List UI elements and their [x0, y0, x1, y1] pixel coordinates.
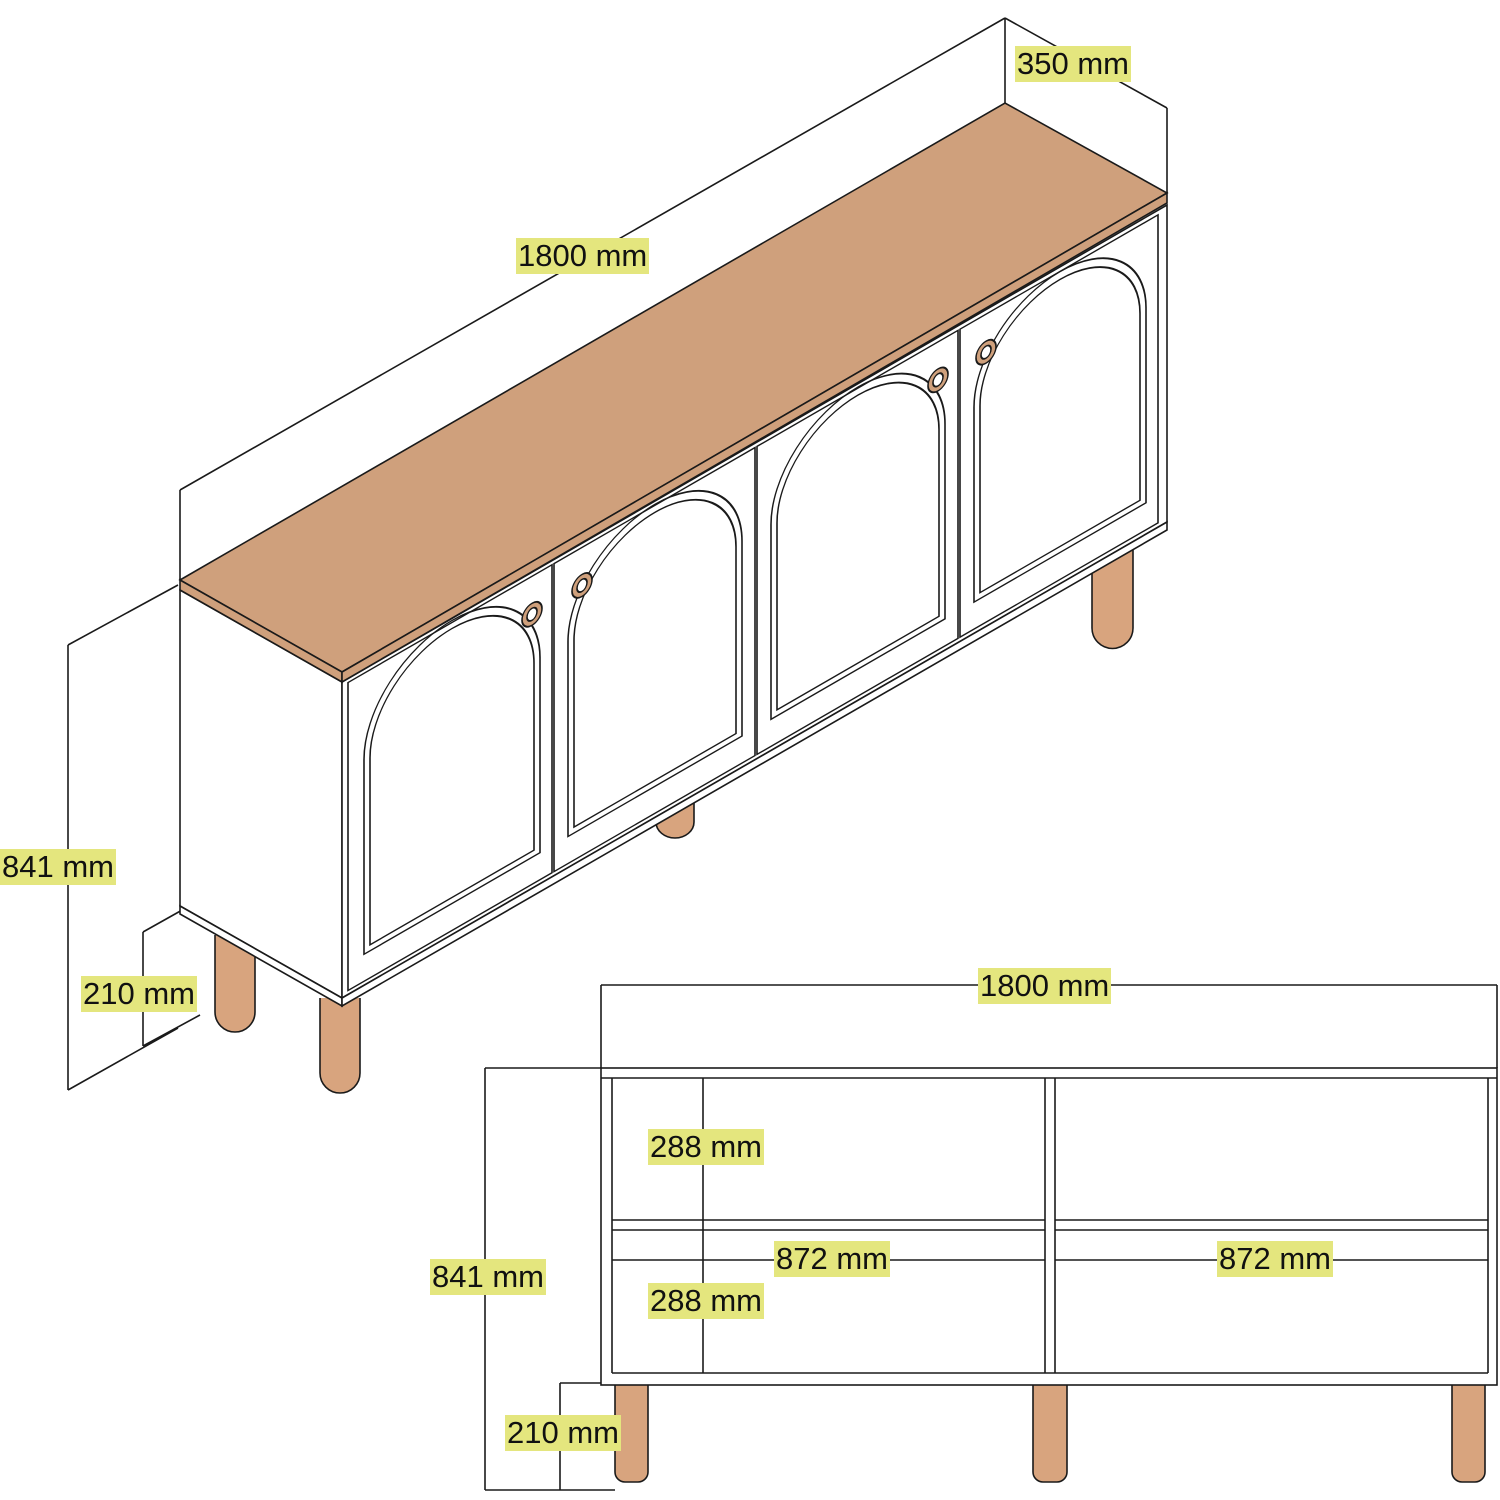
iso-leg-height-label: 210 mm [81, 976, 197, 1012]
front-view [484, 984, 1498, 1491]
front-shelf-bottom-label: 288 mm [648, 1283, 764, 1319]
front-leg-height-label: 210 mm [505, 1415, 621, 1451]
iso-doors [347, 213, 1159, 992]
front-shelf-top-label: 288 mm [648, 1129, 764, 1165]
door-3 [756, 329, 959, 756]
iso-legs [214, 545, 1134, 1094]
iso-length-label: 1800 mm [516, 238, 650, 274]
iso-height-label: 841 mm [0, 849, 116, 885]
front-height-label: 841 mm [430, 1259, 546, 1295]
front-length-label: 1800 mm [978, 968, 1112, 1004]
door-4 [959, 213, 1159, 639]
front-compartment-left-label: 872 mm [774, 1241, 890, 1277]
front-legs [614, 1385, 1486, 1483]
iso-depth-label: 350 mm [1015, 46, 1131, 82]
door-1 [347, 563, 553, 992]
front-compartment-right-label: 872 mm [1217, 1241, 1333, 1277]
door-2 [553, 446, 756, 873]
